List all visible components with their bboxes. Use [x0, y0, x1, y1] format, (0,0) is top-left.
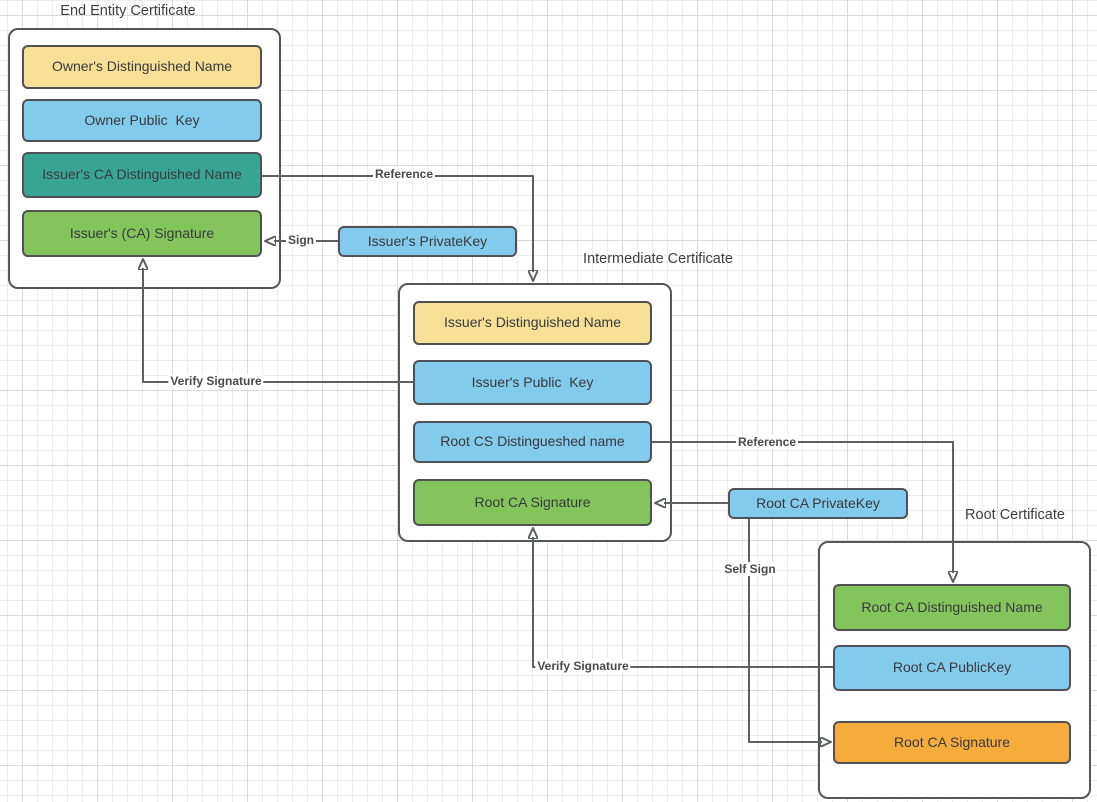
key-label: Root CA PrivateKey [756, 494, 880, 511]
edge-label-verify-signature-2: Verify Signature [535, 659, 631, 673]
field-owners-distinguished-name: Owner's Distinguished Name [22, 45, 262, 89]
field-label: Issuer's Distinguished Name [444, 314, 621, 331]
edge-label-verify-signature-1: Verify Signature [168, 374, 264, 388]
edge-label-sign: Sign [286, 233, 316, 247]
field-label: Root CA PublicKey [892, 659, 1012, 676]
end-entity-certificate-title: End Entity Certificate [60, 3, 196, 19]
edge-verify-signature-root [533, 537, 833, 668]
field-label: Issuer's CA Distinguished Name [42, 166, 242, 183]
intermediate-certificate-title: Intermediate Certificate [583, 251, 733, 267]
field-issuers-public-key: Issuer's Public Key [413, 360, 652, 405]
edge-label-self-sign: Self Sign [722, 562, 778, 576]
field-label: Owner Public Key [84, 111, 200, 128]
field-label: Owner's Distinguished Name [51, 58, 233, 75]
field-label: Root CA Signature [894, 733, 1010, 750]
field-label: Issuer's (CA) Signature [69, 224, 215, 241]
field-root-cs-distingueshed-name: Root CS Distingueshed name [413, 421, 652, 463]
field-root-ca-signature-root: Root CA Signature [833, 721, 1071, 764]
field-root-ca-signature-intermediate: Root CA Signature [413, 479, 652, 526]
box-issuers-privatekey: Issuer's PrivateKey [338, 226, 517, 257]
field-root-ca-distinguished-name: Root CA Distinguished Name [833, 584, 1071, 631]
field-issuers-ca-signature: Issuer's (CA) Signature [22, 210, 262, 257]
field-label: Issuer's Public Key [471, 373, 594, 390]
edge-reference-end-entity [262, 175, 533, 272]
field-issuers-ca-distinguished-name: Issuer's CA Distinguished Name [22, 152, 262, 198]
field-label: Root CA Distinguished Name [861, 598, 1043, 615]
edge-self-sign [748, 519, 822, 742]
edge-label-reference-1: Reference [372, 167, 436, 181]
field-root-ca-publickey: Root CA PublicKey [833, 645, 1071, 691]
edge-label-reference-2: Reference [735, 435, 799, 449]
field-label: Root CS Distingueshed name [440, 433, 625, 450]
field-issuers-distinguished-name: Issuer's Distinguished Name [413, 301, 652, 345]
field-owner-public-key: Owner Public Key [22, 99, 262, 142]
key-label: Issuer's PrivateKey [367, 232, 488, 249]
root-certificate-title: Root Certificate [965, 507, 1065, 523]
box-root-ca-privatekey: Root CA PrivateKey [728, 488, 908, 519]
field-label: Root CA Signature [474, 493, 591, 510]
